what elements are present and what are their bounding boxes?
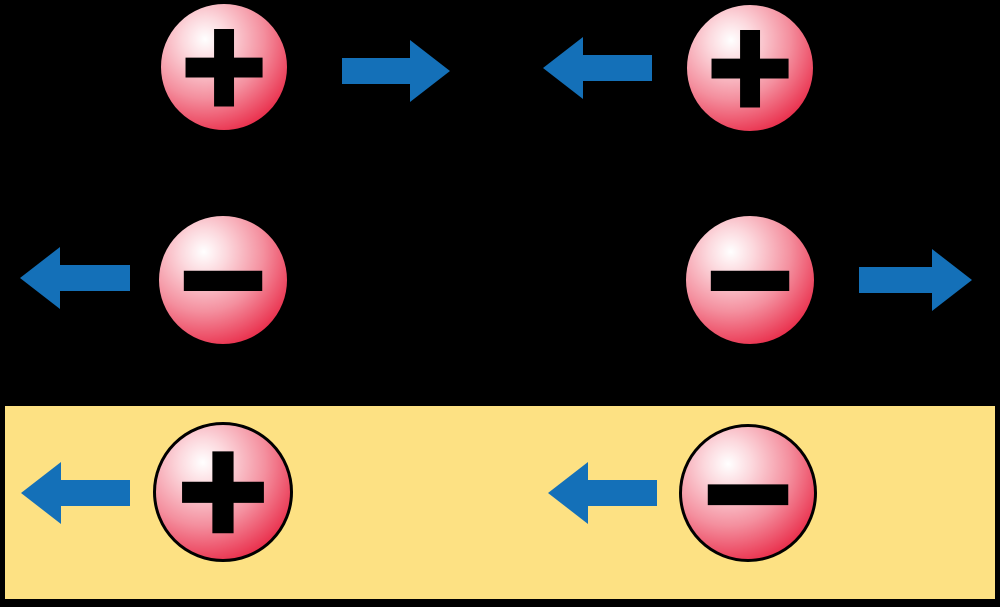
arrow-middle-left-left [20,247,130,309]
charge-plate-left-positive: + [153,422,293,562]
arrow-top-left-right [342,40,450,102]
charge-plate-right-negative: − [679,424,817,562]
arrow-top-right-left [543,37,652,99]
arrow-plate-left-left [21,462,130,524]
arrow-middle-right-right [859,249,972,311]
minus-symbol: − [695,422,800,560]
plus-symbol: + [700,0,801,131]
plus-symbol: + [174,0,275,130]
charge-top-right-positive: + [684,2,816,134]
charge-middle-left-negative: − [156,213,290,347]
minus-symbol: − [172,210,275,344]
arrow-plate-middle-left [548,462,657,524]
charge-middle-right-negative: − [683,213,817,347]
minus-symbol: − [699,210,802,344]
plus-symbol: + [169,420,276,559]
charge-top-left-positive: + [158,1,290,133]
